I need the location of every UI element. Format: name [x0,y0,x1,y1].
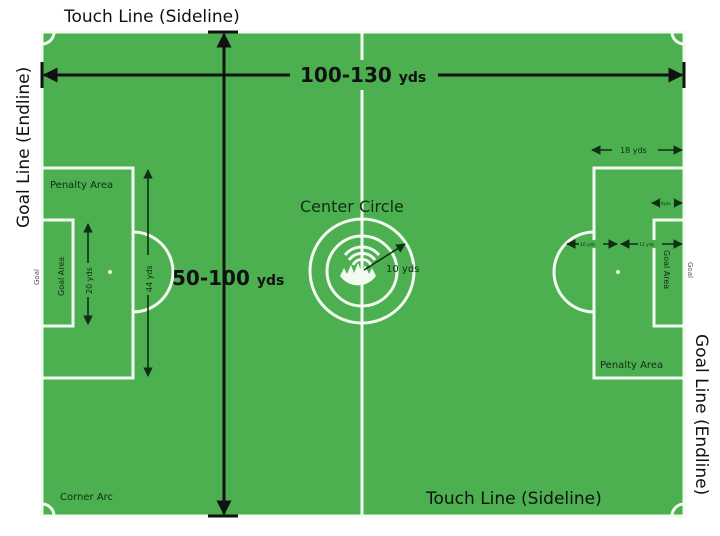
penalty-area-left-label: Penalty Area [50,180,113,191]
penalty-arc-right [552,230,595,314]
goal-line-left-label: Goal Line (Endline) [14,67,34,228]
touch-line-top-label: Touch Line (Sideline) [63,7,240,27]
width-label: 50-100 yds [172,266,284,290]
penalty-spot-right [616,270,620,274]
penalty-spot-distance-label: 12 yds [639,242,655,248]
center-radius-label: 10 yds [386,264,419,275]
goal-area-right [652,218,686,328]
center-logo-ring [325,234,399,308]
penalty-spot-left [108,270,112,274]
grass-signal-icon [340,245,381,286]
goal-right-label: Goal [686,262,694,278]
corner-arc-label: Corner Arc [60,492,113,503]
corner-arcs [41,31,685,517]
length-label: 100-130 yds [300,63,426,87]
goal-left-label: Goal [33,269,41,285]
goal-area-left [40,218,75,328]
goal-area-left-label: Goal Area [57,257,66,296]
center-circle-label: Center Circle [300,197,404,216]
center-circle [308,217,416,325]
penalty-area-right-label: Penalty Area [600,360,663,371]
goal-area-width-label: 20 yds [85,267,94,294]
arc-radius-label: 10 yds [580,242,596,248]
center-radius-arrow [363,243,406,271]
penalty-depth-label: 18 yds [620,146,647,155]
goal-line-right-label: Goal Line (Endline) [691,334,711,495]
goal-area-right-label: Goal Area [662,250,671,289]
penalty-area-width-label: 44 yds [145,265,154,292]
goal-area-depth-label: 6yds [661,201,671,206]
touch-line-bottom-label: Touch Line (Sideline) [425,489,602,509]
